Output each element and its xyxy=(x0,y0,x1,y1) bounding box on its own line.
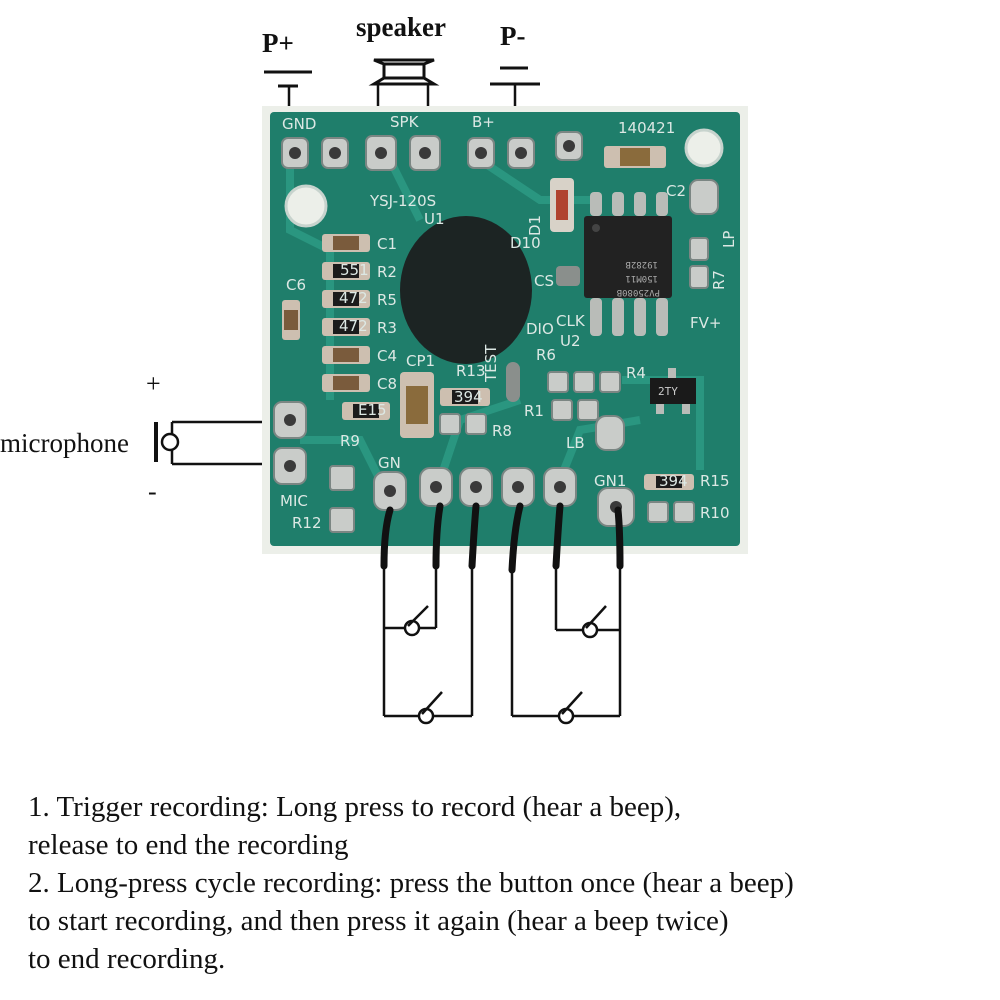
svg-text:19282B: 19282B xyxy=(625,259,658,269)
svg-text:PV25080B: PV25080B xyxy=(617,287,660,297)
p-minus-label: P- xyxy=(500,21,525,51)
speaker-label: speaker xyxy=(356,12,446,42)
label-r6: R6 xyxy=(536,346,556,364)
microphone-icon xyxy=(154,420,262,466)
svg-text:472: 472 xyxy=(339,317,368,335)
label-c1: C1 xyxy=(377,235,397,253)
switch-2-icon xyxy=(384,691,472,725)
label-r3: R3 xyxy=(377,319,397,337)
model-label: YSJ-120S xyxy=(369,192,436,210)
instruction-line-3: 2. Long-press cycle recording: press the… xyxy=(28,867,794,899)
label-r13: R13 xyxy=(456,362,486,380)
label-r15: R15 xyxy=(700,472,730,490)
svg-text:394: 394 xyxy=(659,472,688,490)
svg-text:394: 394 xyxy=(454,388,483,406)
label-mic: MIC xyxy=(280,492,308,510)
mic-plus-label: + xyxy=(146,369,161,398)
battery-minus-symbol xyxy=(490,66,540,110)
label-r10: R10 xyxy=(700,504,730,522)
battery-plus-symbol xyxy=(264,70,312,110)
mic-minus-label: - xyxy=(148,477,157,506)
smd-components-right: 2TY 394 xyxy=(542,146,719,523)
label-r8: R8 xyxy=(492,422,512,440)
smd-components-left: 551 472 472 E15 xyxy=(282,234,390,420)
label-clk: CLK xyxy=(556,312,586,330)
spk-label: SPK xyxy=(390,113,420,131)
top-pads xyxy=(281,131,583,171)
b-plus-label: B+ xyxy=(472,113,495,131)
instructions-text: 1. Trigger recording: Long press to reco… xyxy=(28,788,978,978)
label-c8: C8 xyxy=(377,375,397,393)
label-fv-plus: FV+ xyxy=(690,314,721,332)
svg-text:472: 472 xyxy=(339,289,368,307)
label-r1: R1 xyxy=(524,402,544,420)
label-u2: U2 xyxy=(560,332,581,350)
svg-text:551: 551 xyxy=(340,261,369,279)
label-r2: R2 xyxy=(377,263,397,281)
label-test: TEST xyxy=(482,344,500,383)
label-r7: R7 xyxy=(710,270,728,290)
svg-text:150M11: 150M11 xyxy=(625,273,658,283)
smd-components-middle: 394 xyxy=(400,362,520,438)
date-code: 140421 xyxy=(618,119,675,137)
label-cs: CS xyxy=(534,272,554,290)
instruction-line-1: 1. Trigger recording: Long press to reco… xyxy=(28,791,682,823)
label-lb: LB xyxy=(566,434,585,452)
svg-text:E15: E15 xyxy=(358,401,387,419)
microphone-label: microphone xyxy=(0,428,129,458)
label-lp: LP xyxy=(720,231,738,248)
switch-3-icon xyxy=(556,605,620,639)
speaker-icon xyxy=(368,58,440,110)
label-u1: U1 xyxy=(424,210,445,228)
instruction-line-2: release to end the recording xyxy=(28,829,349,861)
label-c6: C6 xyxy=(286,276,306,294)
label-c2: C2 xyxy=(666,182,686,200)
label-c4: C4 xyxy=(377,347,397,365)
label-r12: R12 xyxy=(292,514,322,532)
gnd-label: GND xyxy=(282,115,316,133)
label-r5: R5 xyxy=(377,291,397,309)
label-r9: R9 xyxy=(340,432,360,450)
label-cp1-visible: CP1 xyxy=(406,352,435,370)
switch-1-icon xyxy=(384,605,436,637)
svg-text:2TY: 2TY xyxy=(658,385,678,398)
mic-pads xyxy=(273,401,355,533)
switch-circuits xyxy=(382,566,622,716)
label-dio: DIO xyxy=(526,320,554,338)
p-plus-label: P+ xyxy=(262,28,294,58)
instruction-line-4: to start recording, and then press it ag… xyxy=(28,905,729,937)
label-d10: D10 xyxy=(510,234,541,252)
label-r4: R4 xyxy=(626,364,646,382)
switch-4-icon xyxy=(512,691,620,725)
label-gn: GN xyxy=(378,454,401,472)
instruction-line-5: to end recording. xyxy=(28,943,226,975)
label-gn1: GN1 xyxy=(594,472,626,490)
ic-chip: 19282B 150M11 PV25080B xyxy=(584,192,672,336)
wire-leads xyxy=(380,502,624,574)
epoxy-blob xyxy=(400,216,532,364)
label-d1: D1 xyxy=(526,215,544,236)
circuit-diagram: P+ speaker P- xyxy=(0,12,748,725)
